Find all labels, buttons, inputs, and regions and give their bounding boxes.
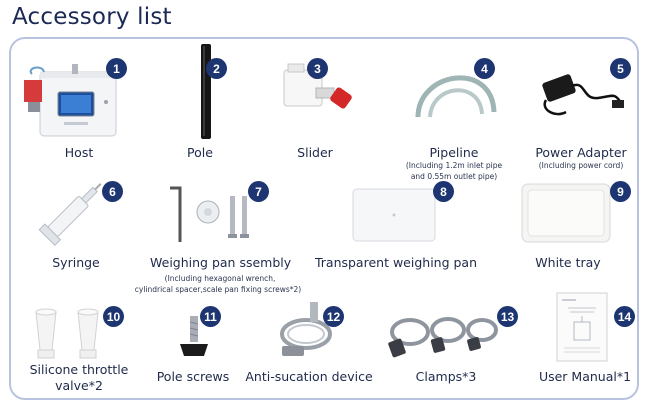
item-number-badge: 4 bbox=[474, 58, 495, 79]
pipeline-image bbox=[415, 75, 497, 118]
item-number-badge: 7 bbox=[248, 181, 269, 202]
item-number-badge: 5 bbox=[610, 58, 631, 79]
item-number-badge: 3 bbox=[307, 58, 328, 79]
item-number-badge: 10 bbox=[103, 306, 124, 327]
host-device-image bbox=[24, 64, 117, 137]
item-label: Pole screws bbox=[156, 369, 230, 384]
item-label: Pole bbox=[187, 145, 213, 160]
item-label: Syringe bbox=[52, 255, 100, 270]
item-number-badge: 1 bbox=[106, 58, 127, 79]
item-label: Power Adapter bbox=[535, 145, 627, 160]
item-note: (Including 1.2m inlet pipe bbox=[405, 161, 503, 170]
slider-image bbox=[283, 63, 352, 109]
item-number-badge: 14 bbox=[614, 306, 635, 327]
clamps-image bbox=[388, 317, 498, 358]
item-label: Slider bbox=[297, 145, 333, 160]
user-manual-image bbox=[556, 292, 608, 362]
item-note: cylindrical spacer,scale pan fixing scre… bbox=[134, 285, 302, 294]
pole-screw-image bbox=[180, 316, 208, 356]
item-number-badge: 2 bbox=[206, 58, 227, 79]
item-label: User Manual*1 bbox=[538, 369, 632, 384]
pole-image bbox=[201, 44, 211, 139]
silicone-throttle-valve-image bbox=[35, 308, 99, 359]
item-label: Host bbox=[64, 145, 94, 160]
item-label: Pipeline bbox=[429, 145, 479, 160]
item-number-badge: 13 bbox=[497, 306, 518, 327]
weighing-pan-assembly-image bbox=[170, 186, 249, 242]
item-label: Silicone throttle bbox=[29, 362, 129, 377]
white-tray-image bbox=[521, 183, 611, 243]
item-label: Transparent weighing pan bbox=[314, 255, 478, 270]
item-label: Anti-sucation device bbox=[245, 369, 373, 384]
item-note: (Including power cord) bbox=[538, 161, 624, 170]
item-number-badge: 8 bbox=[433, 181, 454, 202]
item-label: Weighing pan ssembly bbox=[150, 255, 292, 270]
syringe-image bbox=[38, 183, 102, 247]
anti-suction-device-image bbox=[280, 302, 332, 356]
item-note: and 0.55m outlet pipe) bbox=[410, 172, 498, 181]
item-number-badge: 11 bbox=[200, 306, 221, 327]
item-label: valve*2 bbox=[55, 378, 103, 393]
item-number-badge: 9 bbox=[610, 181, 631, 202]
item-number-badge: 6 bbox=[102, 181, 123, 202]
item-label: Clamps*3 bbox=[415, 369, 477, 384]
item-number-badge: 12 bbox=[323, 306, 344, 327]
item-label: White tray bbox=[535, 255, 601, 270]
page-title: Accessory list bbox=[12, 4, 172, 30]
transparent-weighing-pan-image bbox=[352, 188, 436, 242]
power-adapter-image bbox=[542, 74, 624, 116]
item-note: (Including hexagonal wrench, bbox=[164, 274, 276, 283]
